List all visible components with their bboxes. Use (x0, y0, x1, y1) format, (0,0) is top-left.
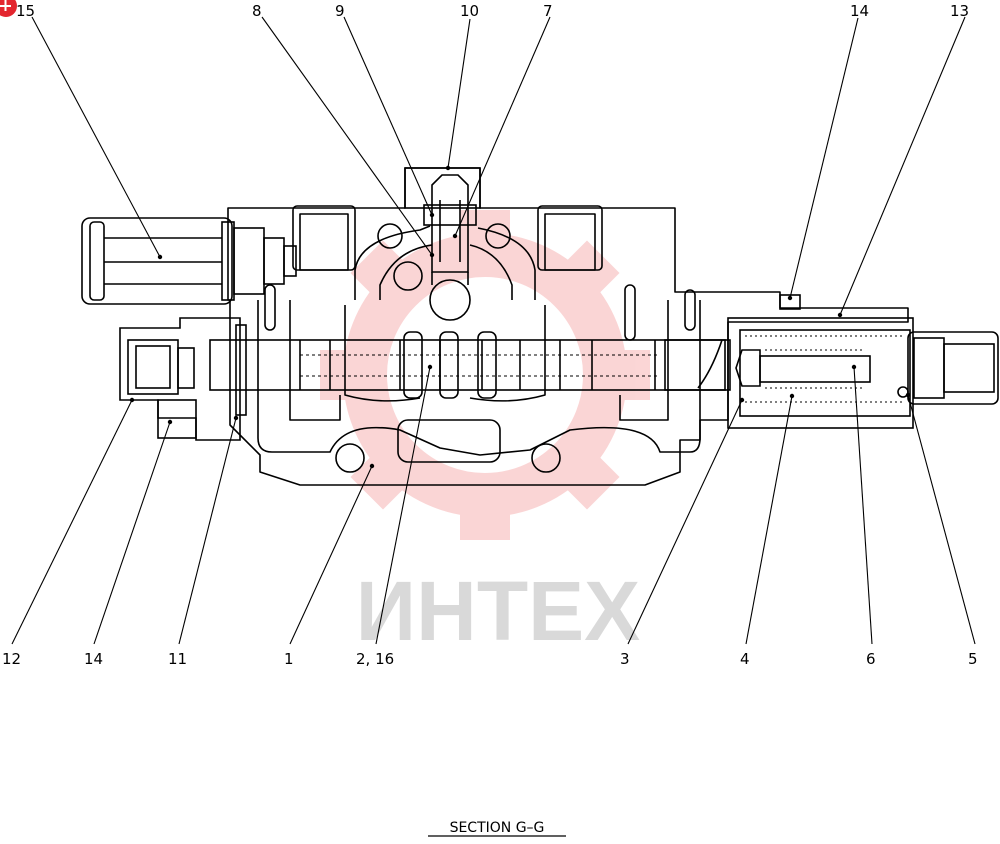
callout-11: 11 (168, 650, 187, 668)
leader-dots (129, 165, 911, 469)
spring-coil (745, 335, 905, 403)
spool (209, 331, 731, 399)
callout-15: 15 (16, 2, 35, 20)
right-spring-housing (727, 294, 999, 429)
callout-10: 10 (460, 2, 479, 20)
left-solenoid (81, 217, 297, 305)
valve-body (227, 167, 909, 486)
callout-12: 12 (2, 650, 21, 668)
callout-14-bottom: 14 (84, 650, 103, 668)
callout-13: 13 (950, 2, 969, 20)
callout-14-top: 14 (850, 2, 869, 20)
left-end-cap (119, 317, 247, 441)
watermark-text: ИНТЕХ (356, 564, 640, 658)
callout-1: 1 (284, 650, 294, 668)
callout-8: 8 (252, 2, 262, 20)
callout-6: 6 (866, 650, 876, 668)
callout-7: 7 (543, 2, 553, 20)
watermark-gear (320, 210, 650, 540)
section-title: SECTION G–G (450, 820, 545, 836)
callout-4: 4 (740, 650, 750, 668)
callout-3: 3 (620, 650, 630, 668)
callout-2-16: 2, 16 (356, 650, 394, 668)
leader-lines (11, 16, 976, 645)
callout-9: 9 (335, 2, 345, 20)
callout-5: 5 (968, 650, 978, 668)
top-plug (404, 167, 481, 285)
plus-icon[interactable] (0, 0, 17, 17)
spool-dash-lines (300, 354, 660, 377)
